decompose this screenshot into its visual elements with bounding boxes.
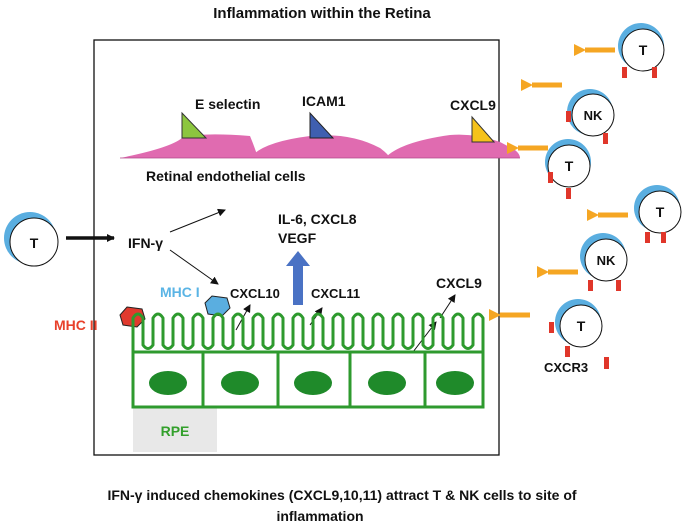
t-cell-label: T [565,158,574,174]
rpe-nucleus [294,371,332,395]
t-cell-label: T [639,42,648,58]
retinal-endothelial-cells [120,134,520,159]
t-cell-label: T [30,235,39,251]
ifn-arrow-down [169,249,219,285]
endothelial-cell-2 [250,135,390,158]
retinal-endothelial-label: Retinal endothelial cells [146,168,306,184]
rpe-layer: RPE [131,312,485,452]
cxcl10-label: CXCL10 [230,286,280,301]
cxcl9-rpe-label: CXCL9 [436,275,482,291]
e-selectin-marker [181,111,208,139]
vegf-arrow [286,251,310,305]
caption-line-2: inflammation [276,508,363,524]
cxcl11-label: CXCL11 [311,286,360,301]
nk-cell: NK [580,233,628,291]
retina-box [93,39,500,456]
cxcl9-endothelial-marker [471,115,496,143]
cxcl9-rpe-arrow-2 [439,294,456,319]
t-cell-entering: T [4,212,59,267]
caption-line-1: IFN-γ induced chemokines (CXCL9,10,11) a… [107,487,576,503]
rpe-nucleus [221,371,259,395]
endothelial-cell-1 [120,134,258,158]
rpe-microvilli [131,312,485,352]
mhc-i-molecule [204,295,231,317]
e-selectin-label: E selectin [195,96,260,112]
nk-cell-label: NK [584,108,603,123]
diagram-title: Inflammation within the Retina [213,5,431,22]
icam1-marker [309,111,335,139]
cxcl9-endothelial-label: CXCL9 [450,97,496,113]
cxcr3-label: CXCR3 [544,360,588,375]
rpe-cell-row [131,350,485,409]
rpe-label: RPE [161,423,190,439]
icam1-label: ICAM1 [302,93,346,109]
rpe-nucleus [436,371,474,395]
endothelial-cell-3 [385,134,520,158]
rpe-label-box [133,407,217,452]
ifn-gamma-label: IFN-γ [128,235,163,251]
nk-cell: NK [566,89,615,144]
ifn-arrow-up [169,208,226,233]
t-cell: T [545,139,591,199]
rpe-nucleus [368,371,406,395]
t-cell-label: T [577,318,586,334]
t-cell: T [549,299,603,357]
t-cell: T [634,185,682,243]
vegf-label: VEGF [278,230,317,246]
mhc-i-label: MHC I [160,284,200,300]
il6-cxcl8-label: IL-6, CXCL8 [278,211,357,227]
cxcr3-receptor-key [604,357,609,369]
rpe-nucleus [149,371,187,395]
nk-cell-label: NK [597,253,616,268]
t-cell-label: T [656,204,665,220]
mhc-ii-label: MHC II [54,317,98,333]
t-cell: T [618,23,665,78]
